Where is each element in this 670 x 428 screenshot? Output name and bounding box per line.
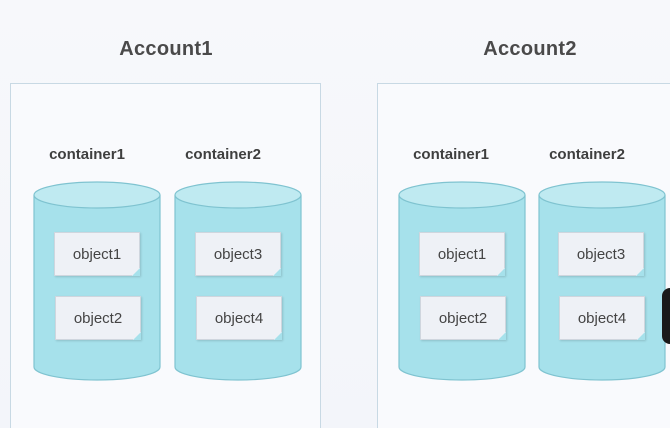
cylinder-shape: [538, 181, 666, 381]
page-fold-icon: [497, 268, 505, 276]
page-fold-icon: [132, 268, 140, 276]
object-label: object2: [73, 309, 123, 327]
container-label: container1: [413, 146, 489, 163]
page-fold-icon: [273, 268, 281, 276]
page-fold-icon: [637, 332, 645, 340]
cylinder-shape: [398, 181, 526, 381]
container-label: container2: [549, 146, 625, 163]
page-fold-icon: [636, 268, 644, 276]
object-label: object3: [576, 245, 626, 263]
object-card: object3: [558, 232, 644, 276]
object-label: object1: [437, 245, 487, 263]
page-fold-icon: [133, 332, 141, 340]
container-cylinder: object3 object4: [174, 181, 302, 381]
account-title: Account1: [119, 38, 213, 60]
object-label: object4: [577, 309, 627, 327]
cylinder-shape: [33, 181, 161, 381]
object-label: object1: [72, 245, 122, 263]
presenter-edge: [662, 288, 670, 344]
object-card: object2: [55, 296, 141, 340]
object-card: object4: [196, 296, 282, 340]
cylinder-shape: [174, 181, 302, 381]
page-fold-icon: [498, 332, 506, 340]
container-cylinder: object1 object2: [33, 181, 161, 381]
object-label: object4: [214, 309, 264, 327]
container-cylinder: object3 object4: [538, 181, 666, 381]
account-title: Account2: [483, 38, 577, 60]
object-card: object2: [420, 296, 506, 340]
container-label: container1: [49, 146, 125, 163]
object-card: object3: [195, 232, 281, 276]
container-cylinder: object1 object2: [398, 181, 526, 381]
object-card: object1: [419, 232, 505, 276]
object-card: object1: [54, 232, 140, 276]
object-label: object3: [213, 245, 263, 263]
container-label: container2: [185, 146, 261, 163]
object-card: object4: [559, 296, 645, 340]
object-label: object2: [438, 309, 488, 327]
page-fold-icon: [274, 332, 282, 340]
